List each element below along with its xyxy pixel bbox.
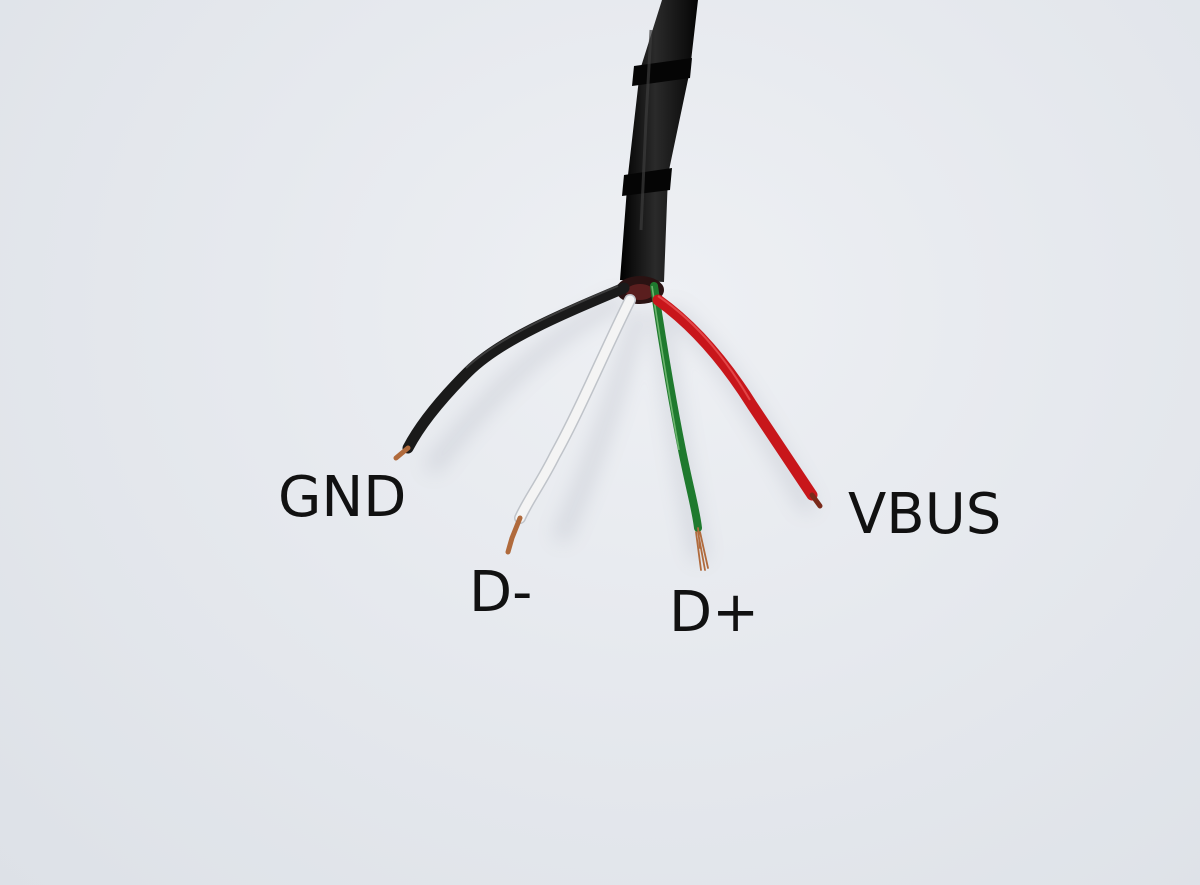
label-gnd: GND [278, 465, 407, 530]
wire-d-minus [505, 294, 636, 555]
cable-trunk [616, 0, 698, 304]
wire-gnd [393, 282, 630, 461]
wire-vbus [652, 294, 823, 509]
wire-d-plus [650, 282, 709, 571]
label-vbus: VBUS [848, 482, 1002, 547]
label-d-plus: D+ [669, 580, 760, 645]
label-d-minus: D- [469, 560, 533, 625]
wire-shadows [424, 293, 817, 562]
